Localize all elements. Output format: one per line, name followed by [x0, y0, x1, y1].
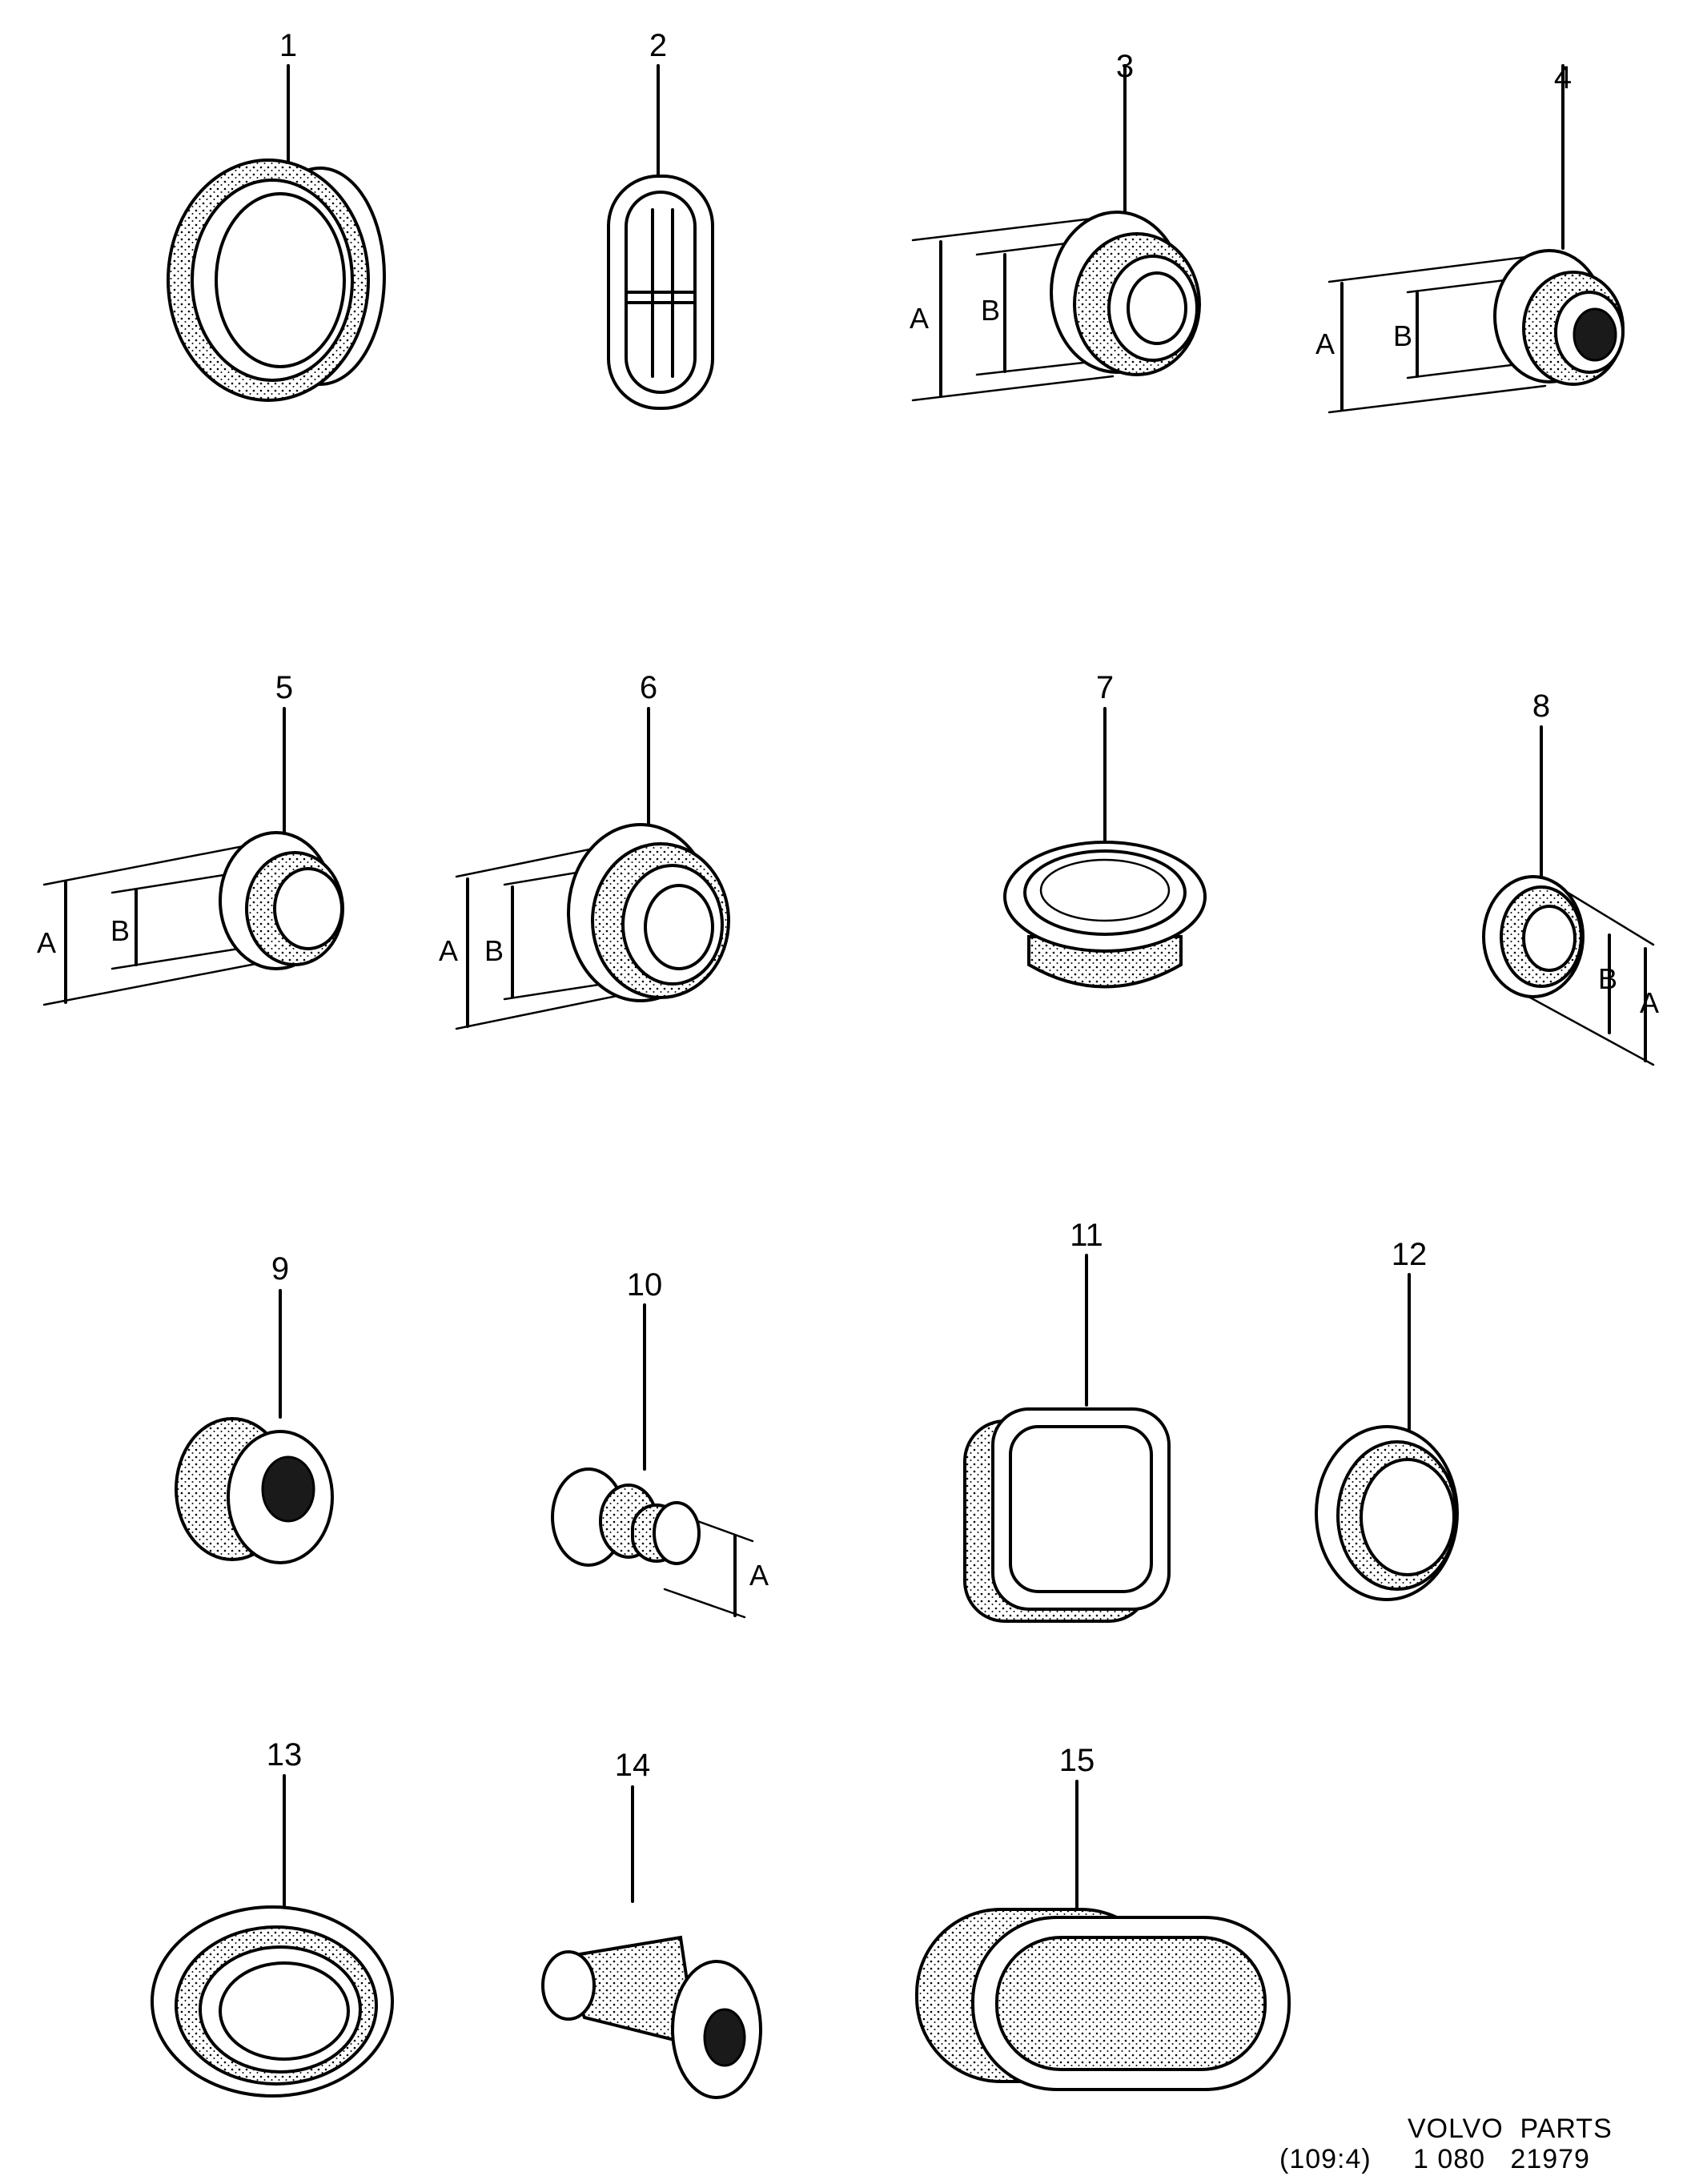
part-11-square-plug: 11 — [963, 1218, 1171, 1623]
part-1-grommet: 1 — [167, 28, 386, 402]
callout-14: 14 — [615, 1748, 651, 1783]
dim-label-b: B — [981, 294, 1000, 327]
callout-4: 4 — [1554, 60, 1572, 95]
part-13-oval-grommet: 13 — [151, 1737, 394, 2098]
part-7-vent-cap: 7 — [1003, 670, 1207, 989]
part-10-plug: 10 A — [551, 1267, 769, 1619]
part-2-oval-grommet: 2 — [607, 28, 714, 410]
callout-10: 10 — [627, 1267, 663, 1303]
dim-label-b: B — [1598, 962, 1617, 995]
part-4-grommet: 4 A B — [1315, 60, 1625, 414]
dim-label-a: A — [749, 1559, 769, 1592]
callout-1: 1 — [279, 28, 297, 63]
callout-3: 3 — [1116, 49, 1134, 84]
footer-brand: VOLVO PARTS — [1408, 2114, 1613, 2144]
dim-label-a: A — [37, 926, 56, 959]
part-15-oval-housing: 15 — [915, 1743, 1291, 2091]
callout-12: 12 — [1392, 1237, 1428, 1272]
footer-ref: (109:4) — [1279, 2144, 1372, 2174]
callout-13: 13 — [267, 1737, 303, 1772]
dim-label-a: A — [910, 302, 929, 335]
callout-9: 9 — [271, 1251, 289, 1287]
part-12-grommet: 12 — [1315, 1237, 1459, 1601]
part-8-grommet: 8 B A — [1482, 689, 1659, 1066]
callout-6: 6 — [640, 670, 657, 705]
dim-label-b: B — [484, 934, 504, 967]
callout-2: 2 — [649, 28, 667, 63]
part-14-cone-grommet: 14 — [541, 1748, 762, 2099]
callout-5: 5 — [275, 670, 293, 705]
dim-label-a: A — [1640, 986, 1659, 1019]
part-9-grommet: 9 — [175, 1251, 334, 1564]
part-5-plug: 5 A B — [37, 670, 344, 1006]
footer-reference: VOLVO PARTS (109:4) 1 080 21979 — [1279, 2114, 1613, 2174]
part-3-grommet: 3 A B — [910, 49, 1201, 402]
callout-11: 11 — [1070, 1218, 1103, 1253]
part-6-grommet: 6 A B — [439, 670, 730, 1030]
dim-label-a: A — [439, 934, 458, 967]
callout-7: 7 — [1096, 670, 1114, 705]
callout-8: 8 — [1532, 689, 1550, 724]
dim-label-a: A — [1315, 327, 1335, 360]
callout-15: 15 — [1059, 1743, 1095, 1778]
dim-label-b: B — [110, 914, 130, 947]
footer-code: 1 080 21979 — [1413, 2144, 1590, 2174]
dim-label-b: B — [1393, 319, 1412, 352]
